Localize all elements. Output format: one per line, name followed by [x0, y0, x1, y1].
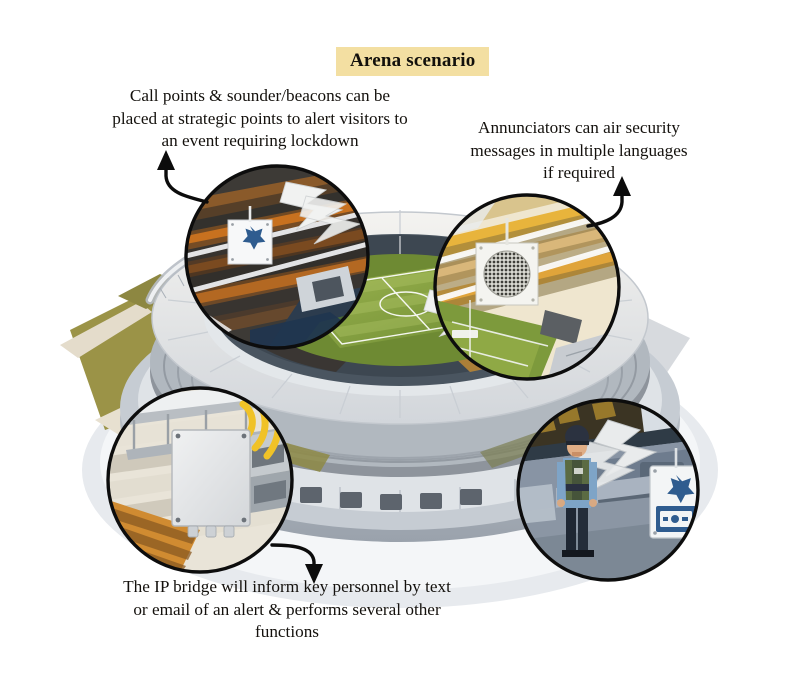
caption-line: The IP bridge will inform key personnel …: [123, 577, 451, 596]
security-guard-figure: [557, 425, 597, 557]
callout-arrow-ip-bridge: [270, 543, 323, 584]
caption-ip-bridge: The IP bridge will inform key personnel …: [92, 576, 482, 644]
inset-security-guard: [516, 398, 700, 582]
caption-line: placed at strategic points to alert visi…: [112, 108, 408, 128]
callout-arrow-call-points: [157, 150, 209, 204]
callout-arrow-annunciators: [586, 176, 631, 228]
caption-line: functions: [255, 622, 319, 641]
caption-line: if required: [542, 163, 616, 182]
sounder-beacon-device: [649, 448, 698, 539]
ip-bridge-device: [171, 429, 251, 538]
caption-line: Call points & sounder/beacons can be: [129, 86, 391, 105]
inset-call-point: [184, 164, 370, 350]
caption-line: an event requiring lockdown: [161, 131, 359, 150]
inset-annunciator: [433, 193, 621, 381]
caption-annunciators: Annunciators can air security messages i…: [450, 117, 708, 185]
caption-line: messages in multiple languages: [470, 140, 688, 160]
annunciator-device: [475, 218, 539, 306]
caption-call-points: Call points & sounder/beacons can be pla…: [90, 85, 430, 153]
caption-line: or email of an alert & performs several …: [133, 599, 441, 619]
page-title: Arena scenario: [336, 47, 490, 76]
call-point-device: [227, 206, 273, 265]
caption-line: Annunciators can air security: [478, 118, 680, 137]
